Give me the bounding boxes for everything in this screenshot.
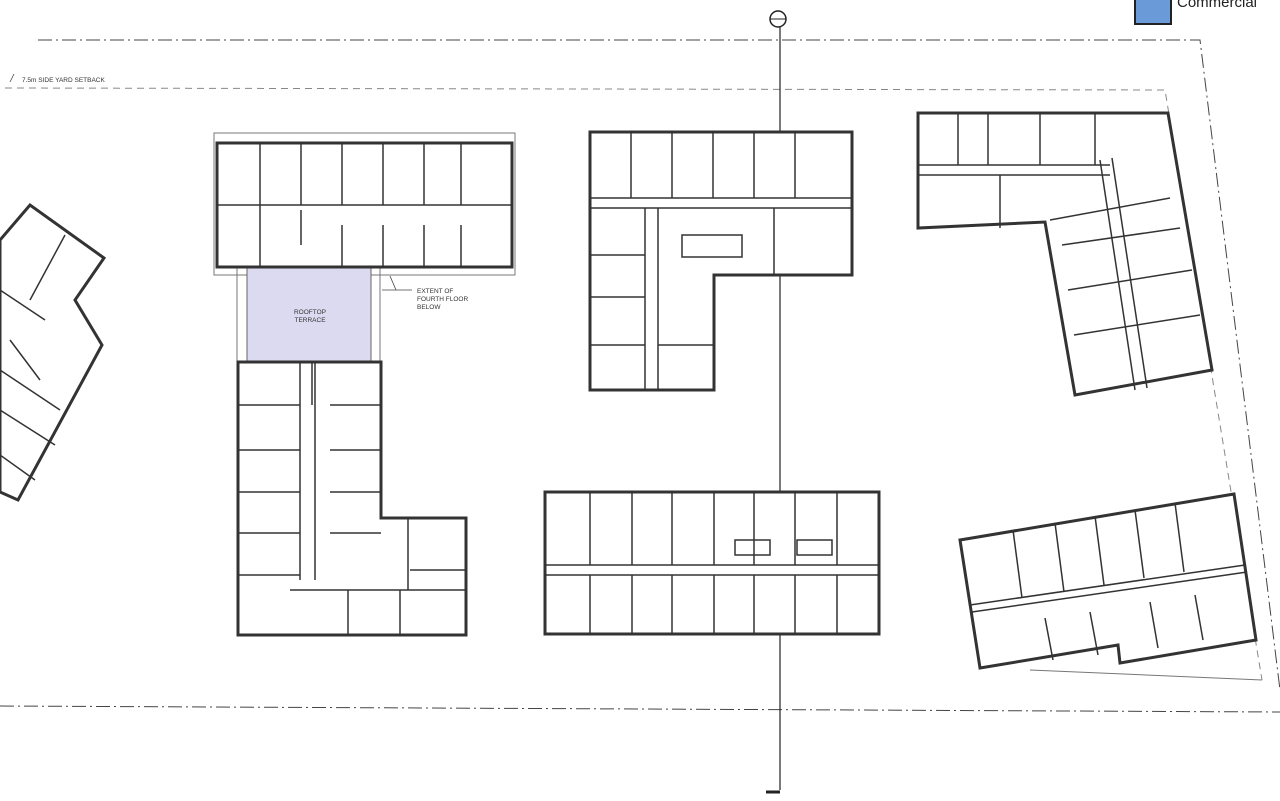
building-f bbox=[0, 202, 107, 502]
building-e bbox=[958, 492, 1258, 670]
building-c bbox=[916, 111, 1214, 397]
setback-line-segment bbox=[1029, 669, 1263, 681]
extent-label: EXTENT OF FOURTH FLOOR BELOW bbox=[417, 288, 469, 311]
terrace-label: ROOFTOP TERRACE bbox=[293, 309, 327, 324]
setback-line bbox=[4, 87, 1263, 681]
setback-label: 7.5m SIDE YARD SETBACK bbox=[22, 77, 105, 84]
property-line bbox=[38, 39, 1280, 691]
building-d bbox=[543, 490, 881, 636]
property-line-bottom bbox=[0, 705, 1280, 713]
legend-label-commercial: Commercial bbox=[1177, 0, 1258, 11]
building-b bbox=[588, 130, 854, 392]
building-a-south-wing bbox=[236, 360, 468, 637]
legend-swatch-commercial bbox=[1134, 0, 1172, 25]
